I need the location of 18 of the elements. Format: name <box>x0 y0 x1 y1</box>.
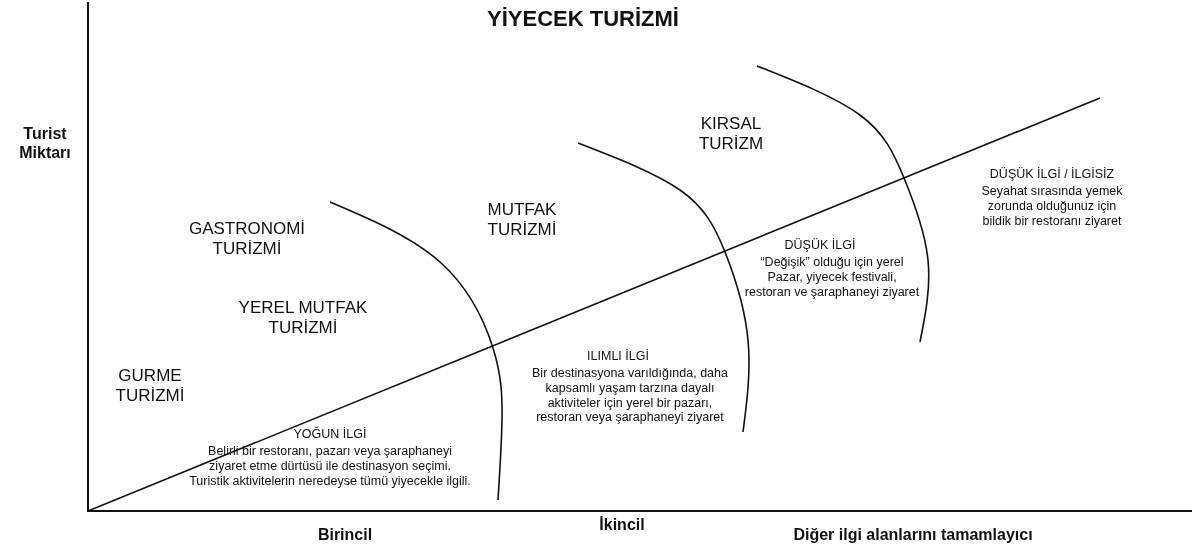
zone-label: GURME TURİZMİ <box>114 366 186 407</box>
zone-label: MUTFAK TURİZMİ <box>486 200 558 241</box>
axis-category: İkincil <box>598 516 646 535</box>
interest-description: “Değişik” olduğu için yerel Pazar, yiyecek festivali, restoran ve şaraphaneyi ziyaret <box>743 255 921 300</box>
interest-heading: ILIMLI İLGİ <box>586 349 650 364</box>
zone-label: KIRSAL TURİZM <box>697 114 765 155</box>
axis-category: Birincil <box>316 526 374 545</box>
interest-heading: DÜŞÜK İLGİ <box>783 238 857 253</box>
diagram-title: YİYECEK TURİZMİ <box>486 6 680 32</box>
interest-heading: DÜŞÜK İLGİ / İLGİSİZ <box>988 167 1116 182</box>
zone-label: YEREL MUTFAK TURİZMİ <box>237 298 369 339</box>
interest-description: Bir destinasyona varıldığında, daha kapsamlı yaşam tarzına dayalı aktiviteler için yerel bir pazarı, restoran veya şaraphaneyi ziyaret <box>531 366 729 425</box>
axis-category: Diğer ilgi alanlarını tamamlayıcı <box>792 526 1034 545</box>
interest-heading: YOĞUN İLGİ <box>292 427 368 442</box>
interest-description: Seyahat sırasında yemek zorunda olduğunuz için bildik bir restoranı ziyaret <box>980 184 1124 229</box>
zone-label: GASTRONOMİ TURİZMİ <box>187 219 307 260</box>
interest-description: Belirli bir restoranı, pazarı veya şaraphaneyi ziyaret etme dürtüsü ile destinasyon seçimi. Turistik aktivitelerin neredeyse tümü yiyecekle ilgili. <box>188 444 472 489</box>
axis-title: Turist Miktarı <box>18 125 72 163</box>
